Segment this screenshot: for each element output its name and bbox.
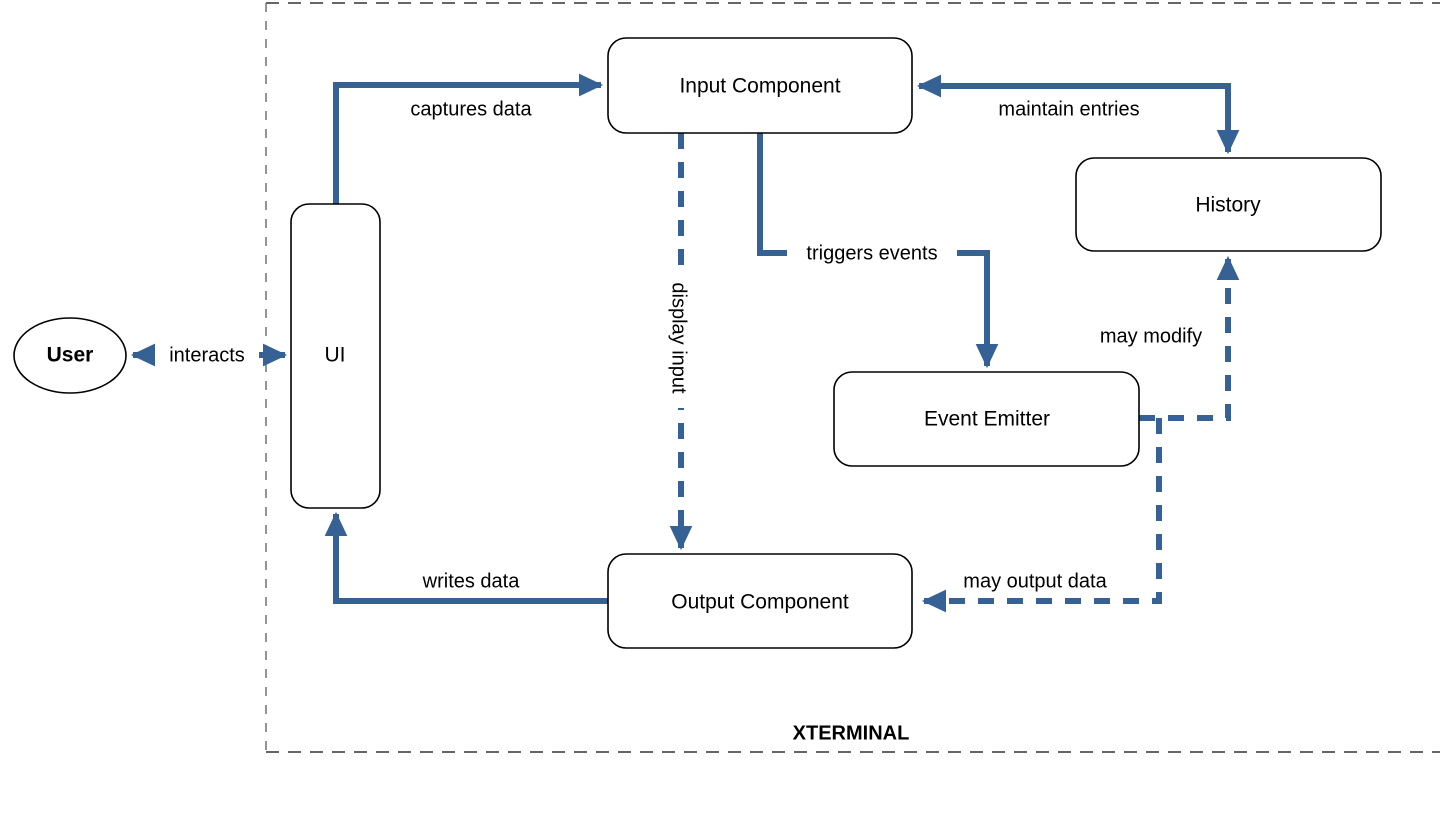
node-ui-shape[interactable] (290, 203, 381, 509)
node-label-user: User (47, 344, 94, 367)
edge-label-may-output-data: may output data (963, 570, 1107, 592)
edge-label-writes-data: writes data (422, 570, 521, 592)
edge-triggers-events-label-bg (787, 240, 957, 266)
edge-may-modify: may modify (1100, 255, 1240, 421)
node-input-component[interactable]: Input Component (607, 37, 913, 134)
edge-label-captures-data: captures data (410, 98, 532, 120)
edge-may-output-data-line (921, 418, 1162, 613)
node-history-shape[interactable] (1075, 157, 1382, 252)
node-user-shape[interactable] (13, 317, 127, 394)
node-event-emitter[interactable]: Event Emitter (833, 371, 1140, 467)
node-input-component-shape[interactable] (607, 37, 913, 134)
edge-interacts: interacts (130, 342, 288, 368)
group-label-xterminal: XTERMINAL (793, 722, 910, 744)
edge-captures-data-line (333, 73, 604, 205)
edge-label-interacts: interacts (169, 344, 245, 366)
edge-maintain-entries-line (916, 74, 1240, 155)
edge-interacts-label-bg (155, 342, 259, 368)
edge-writes-data-line (324, 511, 608, 604)
node-label-history: History (1195, 194, 1261, 217)
node-user[interactable]: User (13, 317, 127, 394)
edge-triggers-events: triggers events (757, 133, 999, 369)
edge-may-modify-line (1139, 255, 1240, 421)
node-label-input-component: Input Component (679, 75, 840, 98)
edge-display-input-label-bg (664, 268, 692, 408)
edge-label-maintain-entries: maintain entries (998, 98, 1139, 120)
edge-captures-data: captures data (333, 73, 604, 205)
node-output-component-shape[interactable] (607, 553, 913, 649)
node-event-emitter-shape[interactable] (833, 371, 1140, 467)
node-label-ui: UI (325, 344, 346, 367)
edge-writes-data: writes data (324, 511, 608, 604)
node-output-component[interactable]: Output Component (607, 553, 913, 649)
node-label-event-emitter: Event Emitter (924, 408, 1050, 431)
xterminal-group-boundary (265, 2, 1440, 753)
edge-label-may-modify: may modify (1100, 325, 1202, 347)
edge-display-input: display input (664, 133, 693, 551)
edge-label-display-input: display input (668, 282, 690, 394)
edge-may-output-data: may output data (921, 418, 1162, 613)
edge-maintain-entries: maintain entries (916, 74, 1240, 155)
node-label-output-component: Output Component (671, 591, 849, 614)
node-ui[interactable]: UI (290, 203, 381, 509)
edge-label-triggers-events: triggers events (806, 242, 937, 264)
node-history[interactable]: History (1075, 157, 1382, 252)
